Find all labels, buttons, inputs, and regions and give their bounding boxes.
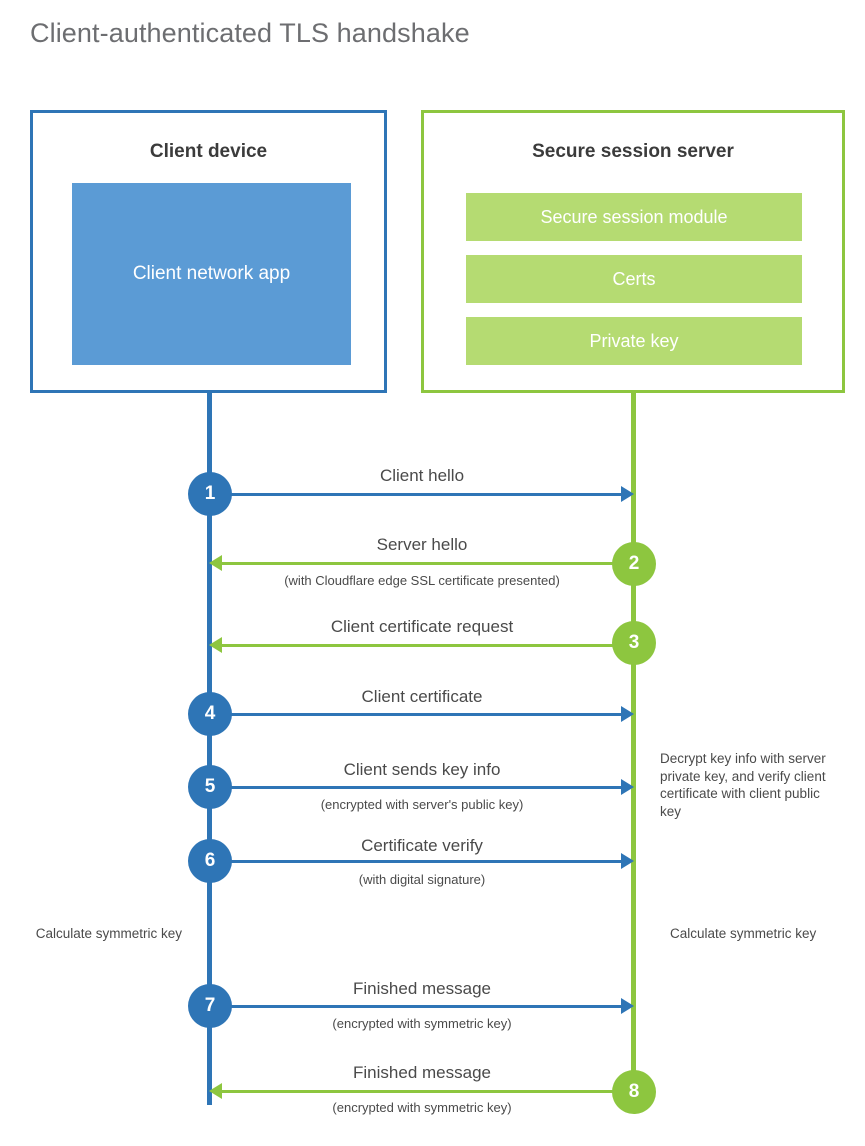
server-decrypt-note: Decrypt key info with server private key…	[660, 751, 826, 819]
step-4-label: Client certificate	[361, 687, 483, 706]
step-5-label: Client sends key info	[343, 760, 501, 779]
step-2-label: Server hello	[376, 535, 468, 554]
step-7-arrow-head	[621, 998, 634, 1014]
step-8-arrow-head	[209, 1083, 222, 1099]
step-1-arrow-head	[621, 486, 634, 502]
step-2-sublabel: (with Cloudflare edge SSL certificate pr…	[284, 573, 560, 588]
client-network-app-box: Client network app	[72, 183, 351, 365]
step-8-circle: 8	[612, 1070, 656, 1114]
step-1-circle: 1	[188, 472, 232, 516]
step-5-sublabel: (encrypted with server's public key)	[320, 797, 524, 812]
secure-session-server-title: Secure session server	[532, 141, 734, 162]
step-3-arrow-head	[209, 637, 222, 653]
page-title: Client-authenticated TLS handshake	[30, 18, 470, 48]
step-6-sublabel: (with digital signature)	[358, 872, 486, 887]
step-5-arrow-head	[621, 779, 634, 795]
step-6-arrow-line	[210, 860, 621, 863]
secure-session-server-box: Secure session server Secure session mod…	[421, 110, 845, 393]
server-bar-secure-session-module: Secure session module	[466, 193, 802, 241]
step-6-arrow-head	[621, 853, 634, 869]
step-2-circle: 2	[612, 542, 656, 586]
step-3-arrow-line	[222, 644, 634, 647]
step-2-arrow-line	[222, 562, 634, 565]
server-bar-private-key: Private key	[466, 317, 802, 365]
step-4-arrow-head	[621, 706, 634, 722]
step-5-arrow-line	[210, 786, 621, 789]
step-1-arrow-line	[210, 493, 621, 496]
step-2-arrow-head	[209, 555, 222, 571]
step-7-circle: 7	[188, 984, 232, 1028]
server-bar-certs: Certs	[466, 255, 802, 303]
step-4-circle: 4	[188, 692, 232, 736]
step-3-label: Client certificate request	[330, 617, 514, 636]
step-8-sublabel: (encrypted with symmetric key)	[332, 1100, 512, 1115]
server-calculate-symmetric-key-note: Calculate symmetric key	[670, 926, 817, 941]
step-3-circle: 3	[612, 621, 656, 665]
step-5-circle: 5	[188, 765, 232, 809]
step-8-label: Finished message	[353, 1063, 491, 1082]
server-lifeline	[631, 393, 636, 1092]
client-lifeline	[207, 393, 212, 1105]
client-device-box: Client device Client network app	[30, 110, 387, 393]
step-7-label: Finished message	[353, 979, 491, 998]
step-1-label: Client hello	[379, 466, 465, 485]
client-calculate-symmetric-key-note: Calculate symmetric key	[35, 926, 182, 941]
client-device-title: Client device	[149, 141, 268, 162]
step-7-arrow-line	[210, 1005, 621, 1008]
step-8-arrow-line	[222, 1090, 634, 1093]
step-6-circle: 6	[188, 839, 232, 883]
step-4-arrow-line	[210, 713, 621, 716]
step-7-sublabel: (encrypted with symmetric key)	[332, 1016, 512, 1031]
step-6-label: Certificate verify	[361, 836, 483, 855]
